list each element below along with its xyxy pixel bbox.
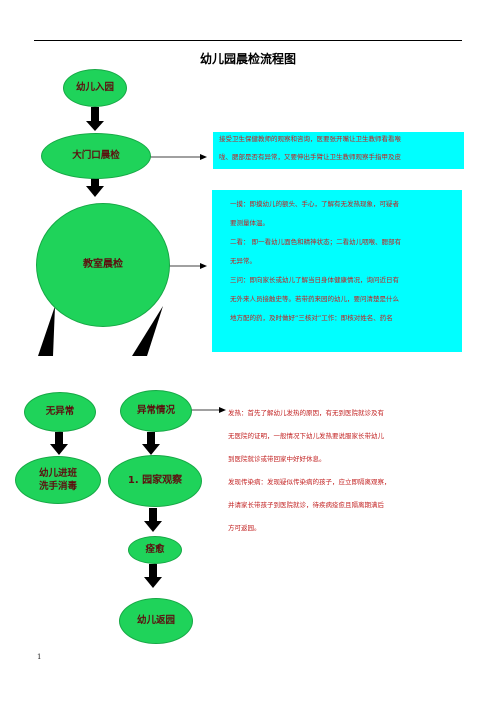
classroom-note-line: 一摸：即摸幼儿的额头、手心，了解有无发热现象，可疑者 xyxy=(230,200,399,208)
abnormal-note-line: 到医院就诊或带回家中好好休息。 xyxy=(228,455,326,463)
arrow-abnormal-to-observe xyxy=(142,432,160,455)
node-classroom-label: 教室晨检 xyxy=(83,259,123,270)
arrow-classroom-to-note xyxy=(168,263,207,269)
page-title: 幼儿园晨检流程图 xyxy=(199,52,296,66)
abnormal-note-line: 并请家长带孩子到医院就诊，待疾病痊愈且隔离期满后 xyxy=(228,501,384,509)
split-left-wedge xyxy=(38,306,55,356)
node-wash-line1: 幼儿进班 xyxy=(38,467,77,479)
gate-note-line: 咙、腮部是否有异常，又要伸出手臂让卫生教师观察手指甲及皮 xyxy=(219,152,401,161)
node-recover: 痊愈 xyxy=(128,536,182,564)
node-abnormal-label: 异常情况 xyxy=(136,405,175,417)
classroom-note-line: 地方配的药，及时做好“三核对”工作：即核对姓名、药名 xyxy=(230,314,393,322)
header-rule xyxy=(34,40,462,41)
node-observe-label: 1. 园家观察 xyxy=(127,475,183,486)
node-normal-label: 无异常 xyxy=(45,406,75,418)
classroom-note-line: 无外来人员接触史等。若带药来园的幼儿，要问清楚是什么 xyxy=(230,295,399,303)
node-normal: 无异常 xyxy=(24,392,96,432)
classroom-note-line: 二看： 即一看幼儿面色和精神状态；二看幼儿咽喉、腮部有 xyxy=(230,238,402,246)
abnormal-note-line: 发热：首先了解幼儿发热的原因，有无到医院就诊及有 xyxy=(228,409,384,417)
node-entry-label: 幼儿入园 xyxy=(75,82,114,94)
classroom-note-line: 无异常。 xyxy=(230,257,256,265)
node-entry: 幼儿入园 xyxy=(63,69,127,107)
node-abnormal: 异常情况 xyxy=(120,390,192,432)
gate-note-box: 接受卫生保健教师的观察和咨询，医要张开嘴让卫生教师看看喉 咙、腮部是否有异常，又… xyxy=(213,132,464,169)
classroom-note-box: 一摸：即摸幼儿的额头、手心，了解有无发热现象，可疑者 要测量体温。 二看： 即一… xyxy=(212,190,462,352)
arrow-observe-to-recover xyxy=(144,508,162,532)
node-wash-line2: 洗手消毒 xyxy=(38,481,77,492)
split-right-wedge xyxy=(132,306,163,356)
arrow-recover-to-return xyxy=(144,564,162,588)
arrow-gate-to-classroom xyxy=(86,173,104,197)
node-observe: 1. 园家观察 xyxy=(108,455,202,507)
abnormal-note-box: 发热：首先了解幼儿发热的原因，有无到医院就诊及有 无医院的证明，一般情况下幼儿发… xyxy=(228,400,456,540)
node-classroom-check: 教室晨检 xyxy=(36,203,170,327)
gate-note-line: 接受卫生保健教师的观察和咨询，医要张开嘴让卫生教师看看喉 xyxy=(219,135,401,143)
arrow-entry-to-gate xyxy=(86,107,104,131)
node-return: 幼儿返园 xyxy=(119,598,193,644)
arrow-gate-to-note xyxy=(150,154,207,160)
node-wash-hands: 幼儿进班 洗手消毒 xyxy=(15,456,101,504)
abnormal-note-line: 发现传染病：发现疑似传染病的孩子，应立即隔离观察， xyxy=(228,478,391,486)
abnormal-note-line: 无医院的证明，一般情况下幼儿发热要说服家长带幼儿 xyxy=(228,432,384,440)
page-number: 1 xyxy=(37,653,42,661)
classroom-note-line: 三问：即向家长或幼儿了解当日身体健康情况，询问近日有 xyxy=(230,276,399,284)
node-recover-label: 痊愈 xyxy=(145,544,165,556)
node-return-label: 幼儿返园 xyxy=(136,615,175,627)
node-gate-check: 大门口晨检 xyxy=(41,133,151,179)
node-gate-label: 大门口晨检 xyxy=(72,150,120,162)
arrow-normal-to-wash xyxy=(50,432,68,455)
abnormal-note-line: 方可返园。 xyxy=(228,524,261,532)
classroom-note-line: 要测量体温。 xyxy=(230,219,269,227)
